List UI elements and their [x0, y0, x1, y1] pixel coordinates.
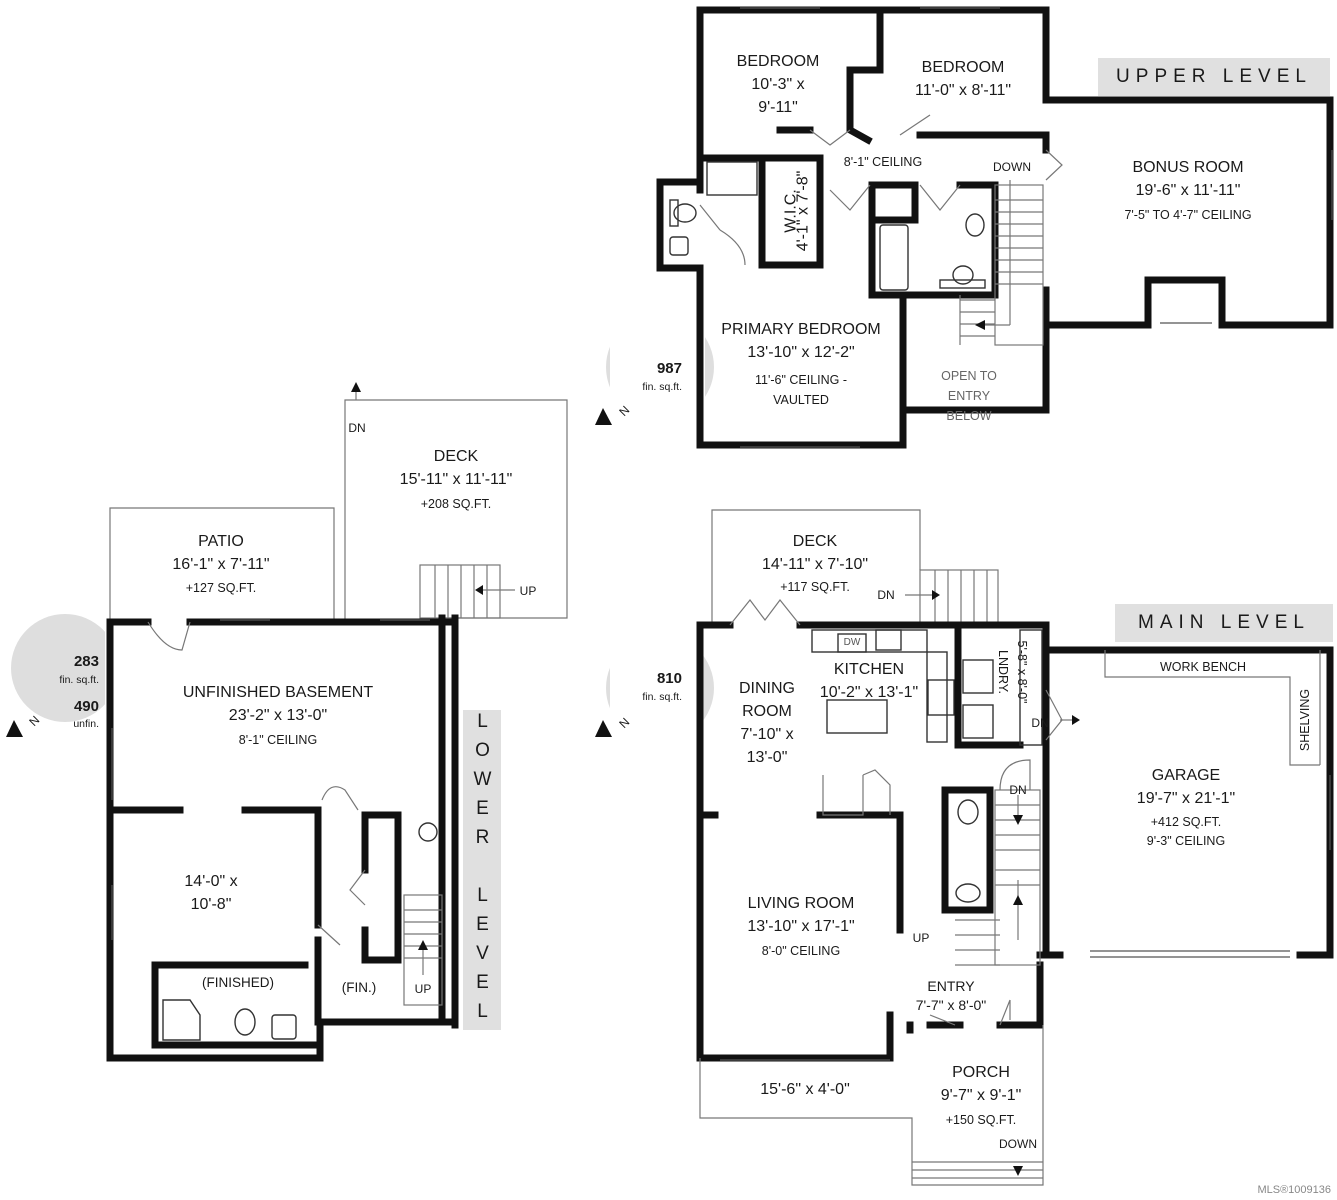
- lower-deck-dims: 15'-11" x 11'-11": [399, 471, 513, 488]
- primary-bedroom-name: PRIMARY BEDROOM: [721, 321, 881, 338]
- upper-level-badge: UPPER LEVEL: [1098, 58, 1330, 96]
- entry-name: ENTRY: [927, 978, 975, 994]
- lower-deck-name: DECK: [433, 448, 479, 465]
- finished-bath-label: (FINISHED): [202, 975, 274, 990]
- upper-level-plan: [606, 6, 1334, 450]
- lower-area-unfin-unit: unfin.: [73, 718, 99, 730]
- garage-name: GARAGE: [1151, 767, 1221, 784]
- main-deck-dn: DN: [877, 588, 895, 602]
- primary-bedroom-ceiling: 11'-6" CEILING - VAULTED: [754, 373, 848, 407]
- laundry-dims: 5'-8" x 8'-0": [1015, 640, 1029, 704]
- main-deck-area: +117 SQ.FT.: [780, 580, 850, 594]
- basement-ceiling: 8'-1" CEILING: [238, 733, 318, 747]
- bonus-room-ceiling: 7'-5" TO 4'-7" CEILING: [1124, 208, 1252, 222]
- basement-name: UNFINISHED BASEMENT: [182, 684, 374, 701]
- mls-number: MLS®1009136: [1257, 1184, 1331, 1196]
- laundry-dn: DN: [1031, 716, 1049, 730]
- laundry-name: LNDRY.: [996, 649, 1010, 695]
- living-room-dims: 13'-10" x 17'-1": [747, 918, 855, 935]
- main-level-badge: MAIN LEVEL: [1115, 604, 1333, 642]
- upper-bedroom-1-name: BEDROOM: [736, 53, 820, 70]
- dining-room-name: DINING ROOM: [739, 680, 795, 720]
- garage-ceiling: 9'-3" CEILING: [1146, 834, 1226, 848]
- dining-room-dims: 7'-10" x 13'-0": [740, 726, 794, 766]
- upper-bedroom-2-name: BEDROOM: [921, 59, 1005, 76]
- main-level-plan: [606, 509, 1334, 1186]
- patio-dims: 16'-1" x 7'-11": [172, 556, 270, 573]
- lower-deck-dn: DN: [348, 421, 366, 435]
- porch-dims: 9'-7" x 9'-1": [940, 1087, 1022, 1104]
- lower-stair-up: UP: [414, 982, 432, 996]
- bonus-room-name: BONUS ROOM: [1132, 159, 1244, 176]
- main-stair-up: UP: [912, 931, 930, 945]
- main-deck-name: DECK: [792, 533, 838, 550]
- hall-ceiling-label: 8'-1" CEILING: [843, 155, 923, 169]
- wic-dims: 4'-1" x 7'-8": [794, 170, 812, 252]
- upper-down-label: DOWN: [993, 160, 1031, 174]
- open-to-entry-label: OPEN TO ENTRY BELOW: [941, 369, 997, 423]
- main-deck-dims: 14'-11" x 7'-10": [761, 556, 869, 573]
- bonus-room-dims: 19'-6" x 11'-11": [1135, 182, 1241, 199]
- kitchen-dims: 10'-2" x 13'-1": [819, 684, 919, 701]
- living-room-ceiling: 8'-0" CEILING: [761, 944, 841, 958]
- garage-dims: 19'-7" x 21'-1": [1136, 790, 1236, 807]
- porch-down: DOWN: [999, 1137, 1037, 1151]
- living-room-name: LIVING ROOM: [747, 895, 855, 912]
- main-area-unit: fin. sq.ft.: [642, 691, 682, 703]
- upper-bedroom-2-dims: 11'-0" x 8'-11": [914, 82, 1012, 99]
- primary-bedroom-dims: 13'-10" x 12'-2": [747, 344, 855, 361]
- front-deck-dims: 15'-6" x 4'-0": [760, 1081, 850, 1098]
- compass-icons: [6, 408, 612, 737]
- upper-area-unit: fin. sq.ft.: [642, 381, 682, 393]
- lower-area-fin-unit: fin. sq.ft.: [59, 674, 99, 686]
- main-area-number: 810: [656, 670, 682, 687]
- porch-area: +150 SQ.FT.: [945, 1113, 1017, 1127]
- lower-area-unfin-number: 490: [73, 698, 99, 715]
- main-stair-dn: DN: [1009, 783, 1027, 797]
- lower-level-badge: LOWER LEVEL: [463, 710, 501, 1030]
- wic-dims-label: 4'-1" x 7'-8": [792, 171, 815, 252]
- garage-area: +412 SQ.FT.: [1150, 815, 1222, 829]
- upper-bedroom-1-dims: 10'-3" x 9'-11": [751, 76, 805, 116]
- porch-name: PORCH: [952, 1064, 1010, 1081]
- lower-deck-area: +208 SQ.FT.: [420, 497, 492, 511]
- patio-area: +127 SQ.FT.: [185, 581, 257, 595]
- basement-dims: 23'-2" x 13'-0": [228, 707, 328, 724]
- dishwasher-label: DW: [843, 637, 861, 648]
- lower-deck-up: UP: [519, 584, 537, 598]
- lower-room-dims: 14'-0" x 10'-8": [184, 873, 238, 913]
- entry-dims: 7'-7" x 8'-0": [915, 997, 987, 1013]
- kitchen-name: KITCHEN: [833, 661, 905, 678]
- lower-area-fin-number: 283: [73, 653, 99, 670]
- upper-area-number: 987: [656, 360, 682, 377]
- work-bench-label: WORK BENCH: [1159, 660, 1247, 674]
- patio-name: PATIO: [198, 533, 244, 550]
- lower-level-plan: [11, 382, 568, 1062]
- shelving-label: SHELVING: [1298, 688, 1312, 752]
- fin-label: (FIN.): [341, 980, 377, 995]
